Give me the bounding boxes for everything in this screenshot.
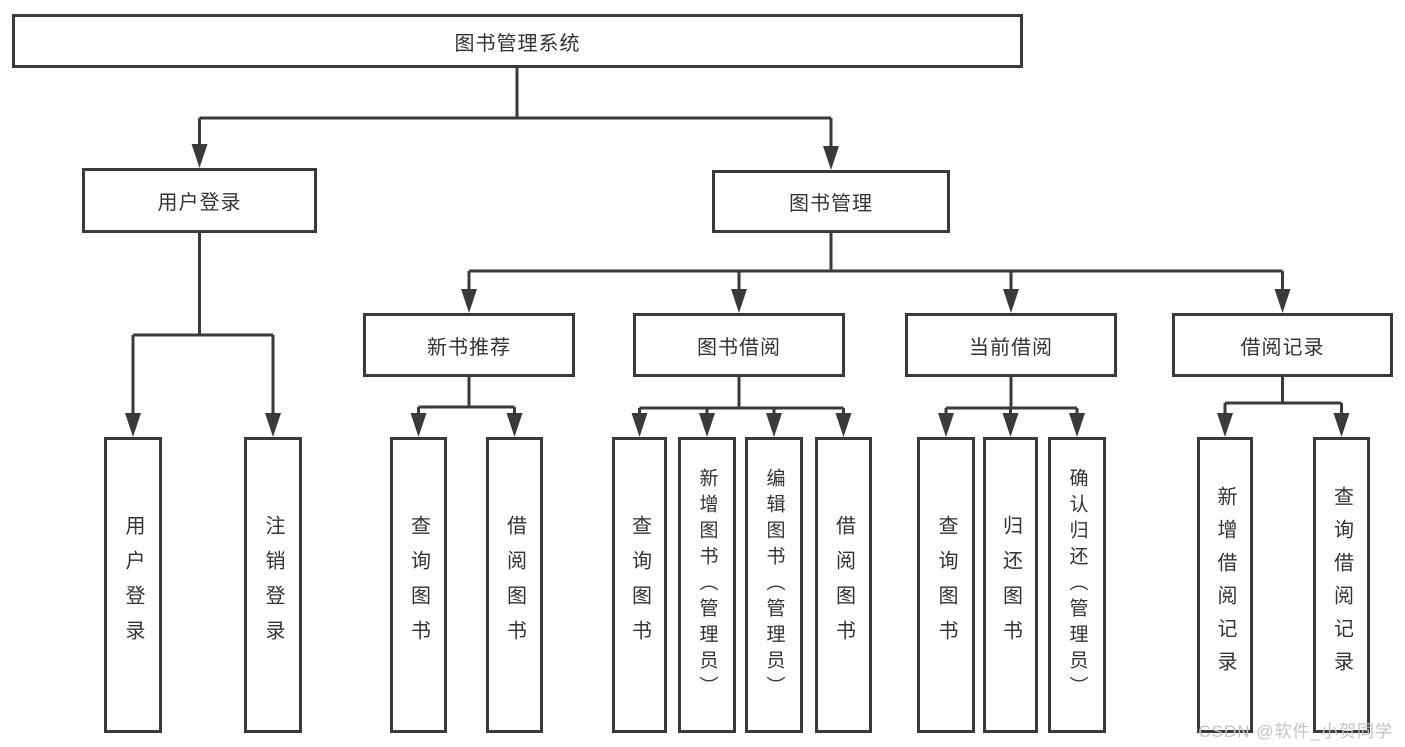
leaf-logout: 注销登录 (244, 437, 302, 733)
leaf-query-books-recommend: 查询图书 (390, 437, 447, 733)
connector-current-borrowing (944, 377, 1079, 420)
connector-book-borrowing (638, 377, 845, 420)
leaf-label: 归还图书 (999, 515, 1022, 655)
node-label: 图书借阅 (697, 336, 781, 359)
leaf-query-borrow-record: 查询借阅记录 (1313, 437, 1370, 733)
node-book-management: 图书管理 (712, 170, 950, 233)
leaf-borrow-books-recommend: 借阅图书 (486, 437, 543, 733)
node-label: 当前借阅 (969, 336, 1053, 359)
leaf-label: 注销登录 (262, 515, 284, 655)
leaf-label: 编辑图书（管理员） (763, 468, 785, 702)
node-book-borrowing: 图书借阅 (633, 313, 845, 377)
arrowheads-level2 (461, 289, 1291, 313)
leaf-label: 查询图书 (628, 515, 651, 655)
leaf-query-books-current: 查询图书 (917, 437, 975, 733)
node-borrowing-records: 借阅记录 (1172, 313, 1393, 377)
leaf-add-book-admin: 新增图书（管理员） (678, 437, 736, 733)
leaf-confirm-return-admin: 确认归还（管理员） (1048, 437, 1106, 733)
leaf-user-login: 用户登录 (104, 437, 162, 733)
arrowheads-level1 (191, 144, 839, 170)
watermark-csdn: CSDN @软件_小贺同学 (1198, 722, 1393, 741)
leaf-query-books-borrowing: 查询图书 (612, 437, 667, 733)
node-label: 借阅记录 (1240, 336, 1325, 359)
node-label: 用户登录 (157, 192, 242, 214)
leaf-label: 查询图书 (407, 515, 430, 655)
leaf-add-borrow-record: 新增借阅记录 (1197, 437, 1253, 733)
leaf-edit-book-admin: 编辑图书（管理员） (745, 437, 803, 733)
leaf-borrow-books: 借阅图书 (815, 437, 872, 733)
leaf-label: 查询借阅记录 (1330, 486, 1353, 684)
arrowheads-leaves (125, 413, 1350, 437)
leaf-label: 确认归还（管理员） (1066, 468, 1088, 702)
connector-user-login (131, 233, 275, 417)
node-label: 新书推荐 (427, 336, 511, 359)
leaf-label: 借阅图书 (832, 515, 855, 655)
leaf-return-books: 归还图书 (983, 437, 1038, 733)
leaf-label: 新增借阅记录 (1214, 486, 1236, 684)
connector-borrowing-records (1223, 377, 1343, 419)
node-new-book-recommendation: 新书推荐 (363, 313, 575, 377)
node-label: 图书管理系统 (454, 32, 581, 55)
node-library-management-system: 图书管理系统 (12, 14, 1023, 68)
node-current-borrowing: 当前借阅 (905, 313, 1117, 377)
connector-root (198, 68, 833, 150)
leaf-label: 查询图书 (935, 515, 957, 655)
node-label: 图书管理 (789, 193, 873, 215)
node-user-login: 用户登录 (82, 168, 317, 233)
connector-new-book-recommendation (417, 377, 516, 420)
leaf-label: 新增图书（管理员） (696, 468, 718, 702)
leaf-label: 用户登录 (122, 515, 144, 655)
leaf-label: 借阅图书 (503, 515, 526, 655)
connector-book-management (467, 233, 1284, 293)
